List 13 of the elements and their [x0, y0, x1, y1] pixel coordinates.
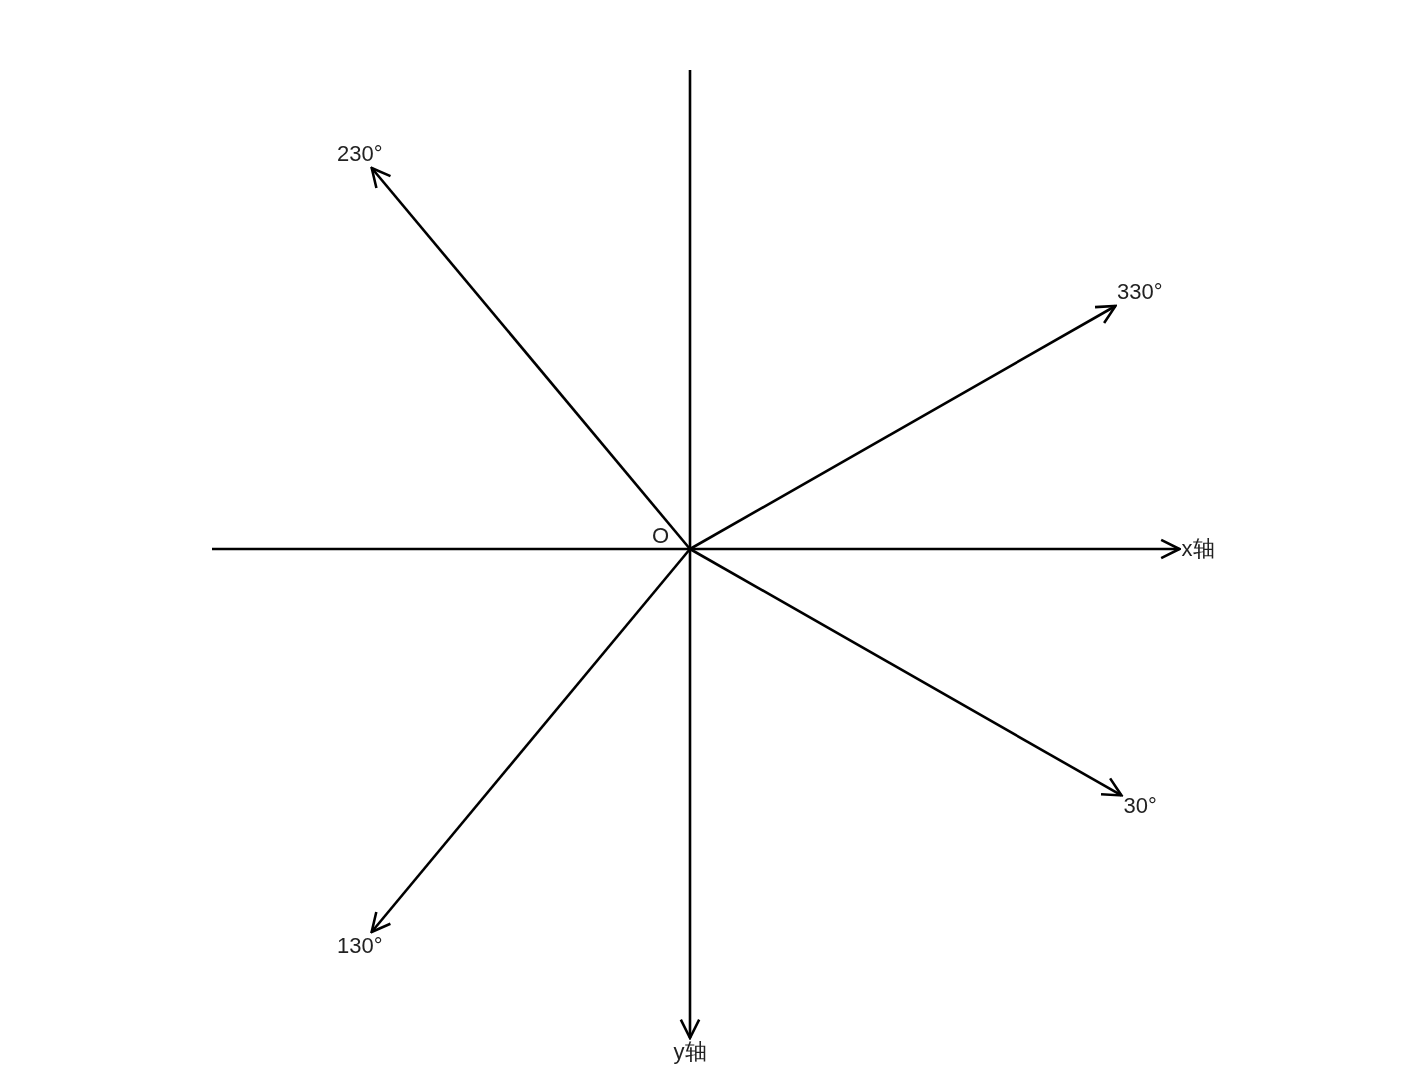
axis-label: 230° [337, 142, 383, 166]
axis-label: 330° [1117, 280, 1163, 304]
axis-label: y轴 [673, 1040, 707, 1064]
axis-label: 30° [1123, 794, 1157, 818]
arrow [212, 538, 1181, 560]
origin-label: O [652, 524, 670, 548]
axis-label: 130° [337, 934, 383, 958]
arrow [689, 547, 1123, 797]
arrow [370, 548, 691, 934]
axis-label: x轴 [1181, 537, 1215, 561]
arrow [679, 70, 701, 1040]
arrow [689, 304, 1117, 551]
arrow [370, 166, 691, 550]
